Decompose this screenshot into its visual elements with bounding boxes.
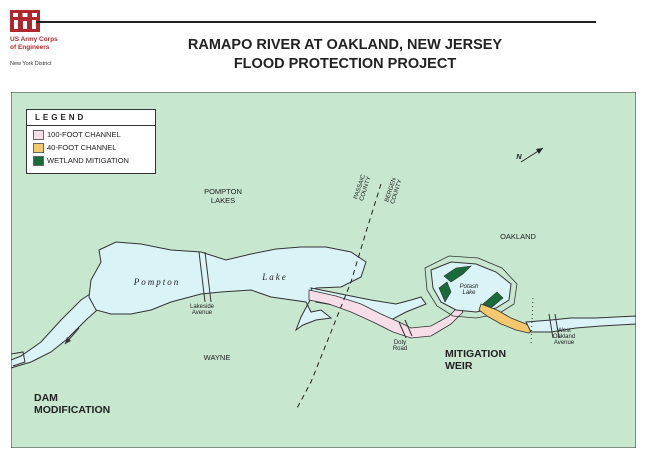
lakeside-avenue-label: Lakeside Avenue (189, 304, 215, 316)
pompton-lake (88, 241, 367, 332)
flow-arrowhead (65, 337, 71, 344)
castle-icon (10, 10, 40, 32)
west-oakland-avenue-bridge (548, 313, 560, 339)
north-label: N (516, 152, 522, 161)
lakeside-avenue-bridge (198, 251, 212, 303)
usace-logo: US Army Corps of Engineers New York Dist… (6, 8, 76, 78)
doty-road-bridge (398, 319, 413, 339)
header-rule (36, 21, 596, 23)
wetland-west (438, 281, 452, 303)
swatch-40-foot (33, 143, 44, 153)
potash-lake-label: Potash Lake (459, 284, 479, 296)
swatch-wetland (33, 156, 44, 166)
channel-40-foot (478, 303, 534, 334)
title-line2: FLOOD PROTECTION PROJECT (233, 56, 457, 72)
doty-road-label: Doty Road (392, 340, 408, 352)
lake-label: Lake (262, 272, 288, 282)
north-arrow-icon (520, 147, 544, 163)
logo-district: New York District (10, 61, 52, 67)
county-line (295, 183, 382, 411)
logo-name: US Army Corps of Engineers (10, 36, 58, 52)
mitigation-weir-label: MITIGATION WEIR (445, 348, 507, 372)
legend-label-wetland: WETLAND MITIGATION (47, 156, 129, 165)
legend-label-100-foot: 100-FOOT CHANNEL (47, 130, 121, 139)
legend-divider (27, 125, 155, 126)
logo-line1: US Army Corps (10, 36, 58, 43)
pompton-lakes-label: POMPTON LAKES (204, 187, 242, 205)
page-title: RAMAPO RIVER AT OAKLAND, NEW JERSEY FLOO… (130, 36, 560, 74)
legend-label-40-foot: 40-FOOT CHANNEL (47, 143, 117, 152)
dam-modification-label: DAM MODIFICATION (34, 392, 111, 416)
wayne-label: WAYNE (203, 353, 231, 362)
west-oakland-avenue-label: West Oakland Avenue (552, 328, 576, 346)
legend-title: LEGEND (35, 113, 87, 122)
swatch-100-foot (33, 130, 44, 140)
logo-line2: of Engineers (10, 44, 50, 51)
potash-outline (424, 255, 518, 319)
map-legend: LEGEND 100-FOOT CHANNEL 40-FOOT CHANNEL … (26, 109, 156, 174)
river-upper (525, 315, 636, 333)
wetland-north (443, 265, 472, 283)
pompton-label: Pompton (133, 277, 181, 287)
title-line1: RAMAPO RIVER AT OAKLAND, NEW JERSEY (187, 37, 503, 53)
channel-100-foot (308, 289, 464, 339)
oakland-label: OAKLAND (500, 232, 536, 241)
dam-structure (11, 351, 26, 367)
